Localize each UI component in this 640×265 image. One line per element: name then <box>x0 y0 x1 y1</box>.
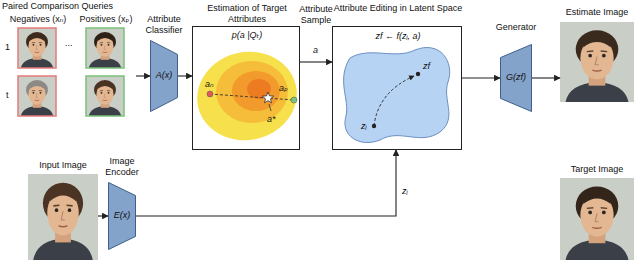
face-photo <box>18 28 56 68</box>
math-label: A(x) <box>150 70 178 81</box>
latent-edit-box: Attribute Editing in Latent Spacezf ← f(… <box>332 26 462 150</box>
latent-blob <box>344 48 450 143</box>
edit-path <box>374 76 414 126</box>
annotation-label: Attribute Sample <box>294 4 338 26</box>
encoder-block: Image EncoderE(x) <box>108 182 136 250</box>
flow-arrow <box>532 77 560 78</box>
input-photo <box>28 174 98 260</box>
point-label: aₙ <box>205 79 214 90</box>
leader-line <box>269 104 271 111</box>
positive-frame <box>86 28 124 68</box>
classifier-block: Attribute ClassifierA(x) <box>150 40 178 112</box>
contour-mid <box>216 61 288 123</box>
image-heading: Estimate Image <box>560 7 634 18</box>
positive-frame <box>86 76 124 116</box>
math-label: G(zf) <box>500 72 532 83</box>
row-number: t <box>6 90 9 101</box>
generator-block: GeneratorG(zf) <box>500 44 532 112</box>
contour-outer <box>189 43 305 150</box>
math-label: E(x) <box>108 210 136 221</box>
block-heading: Image Encoder <box>92 156 152 178</box>
column-label: Negatives (xₙ) <box>6 14 70 25</box>
target-image: Target Image <box>560 178 634 260</box>
group-title: Paired Comparison Queries <box>2 1 113 12</box>
trapezoid-outline <box>501 45 532 112</box>
flow-arrow <box>462 77 500 78</box>
flow-arrow <box>178 75 192 76</box>
face-photo <box>18 76 56 116</box>
input-image: Input Image <box>28 174 98 260</box>
ellipsis: ... <box>65 38 73 49</box>
trapezoid-outline <box>151 41 178 112</box>
negative-dot <box>207 91 213 97</box>
column-label: Positives (xₚ) <box>74 14 138 25</box>
point-label: zf <box>423 61 430 72</box>
latent-dot <box>416 72 420 76</box>
math-label: zf ← f(zᵢ, a) <box>333 31 463 42</box>
face-photo <box>86 28 124 68</box>
point-label: a* <box>267 114 276 125</box>
box-heading: Estimation of Target Attributes <box>193 3 301 25</box>
edge-label: zᵢ <box>401 186 409 197</box>
box-heading: Attribute Editing in Latent Space <box>333 3 463 14</box>
positive-dot <box>291 97 297 103</box>
edge-label: a <box>312 45 319 56</box>
point-label: zᵢ <box>361 121 367 132</box>
target-star <box>262 92 273 103</box>
estimation-box: Estimation of Target Attributesp(a |Qₜ)a… <box>192 26 300 150</box>
negative-frame <box>18 28 56 68</box>
flow-arrow <box>300 61 332 62</box>
trapezoid-outline <box>109 183 136 250</box>
dashed-segment <box>210 94 294 100</box>
block-heading: Attribute Classifier <box>134 14 194 36</box>
face-photo <box>86 76 124 116</box>
point-label: aₚ <box>279 83 288 94</box>
estimate-image: Estimate Image <box>560 22 634 102</box>
row-number: 1 <box>5 42 10 53</box>
flow-arrow <box>136 75 150 76</box>
image-heading: Input Image <box>28 160 98 171</box>
latent-dot <box>372 124 376 128</box>
target-photo <box>560 178 634 260</box>
flow-arrow <box>98 215 108 216</box>
flow-arrow <box>136 150 396 216</box>
estimate-photo <box>560 22 634 102</box>
query-group: Paired Comparison QueriesNegatives (xₙ) P… <box>2 0 136 120</box>
math-label: p(a |Qₜ) <box>193 30 301 41</box>
block-heading: Generator <box>488 22 544 33</box>
image-heading: Target Image <box>560 164 634 175</box>
contour-inner <box>232 71 280 111</box>
negative-frame <box>18 76 56 116</box>
